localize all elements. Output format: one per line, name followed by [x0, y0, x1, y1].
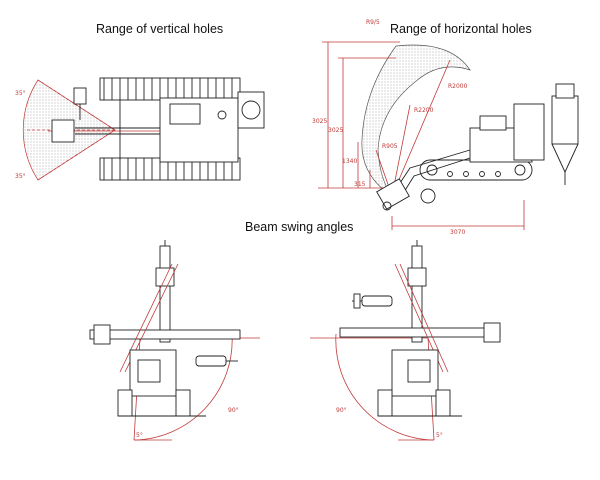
beam-left-angle: 90° [228, 407, 239, 414]
swing-arc-right [335, 333, 435, 441]
dim-r95: R9/5 [366, 19, 380, 26]
swing-arc-left [133, 333, 233, 441]
horizontal-beam-left [89, 329, 241, 340]
machine-rear-right [391, 349, 439, 397]
beam-right-small-angle: 5° [436, 432, 443, 439]
machine-body [159, 97, 239, 163]
dim-3025b: 3025 [328, 127, 343, 134]
horizontal-holes-drawing: R9/5 R2000 R2200 R905 3025 3025 1340 315… [312, 19, 579, 236]
dim-r2200: R2200 [414, 107, 434, 114]
horizontal-holes-heading: Range of horizontal holes [390, 22, 532, 36]
dim-1340: 1340 [342, 158, 357, 165]
dim-315: 315 [354, 181, 366, 188]
dim-3070: 3070 [450, 229, 465, 236]
upper-track [99, 77, 241, 101]
dim-r905: R905 [382, 143, 398, 150]
beam-swing-left-drawing: 90° 5° [89, 240, 260, 441]
vertical-angle-bottom: 35° [15, 173, 26, 180]
drill-head [51, 119, 75, 143]
horizontal-beam-right [339, 327, 501, 338]
machine-rear-left [129, 349, 177, 397]
vertical-mast-left [159, 245, 171, 343]
vertical-angle-top: 35° [15, 90, 26, 97]
vertical-holes-drawing: 35° 35° [15, 77, 265, 181]
beam-swing-heading: Beam swing angles [245, 220, 354, 234]
side-drill-head [376, 178, 410, 210]
beam-left-small-angle: 5° [136, 432, 143, 439]
beam-right-angle: 90° [336, 407, 347, 414]
dim-3025a: 3025 [312, 118, 327, 125]
beam-swing-right-drawing: 90° 5° [310, 240, 501, 441]
vertical-holes-heading: Range of vertical holes [96, 22, 224, 36]
dim-r2000: R2000 [448, 83, 468, 90]
horizontal-range-crescent [361, 44, 471, 197]
dust-collector [551, 95, 579, 145]
